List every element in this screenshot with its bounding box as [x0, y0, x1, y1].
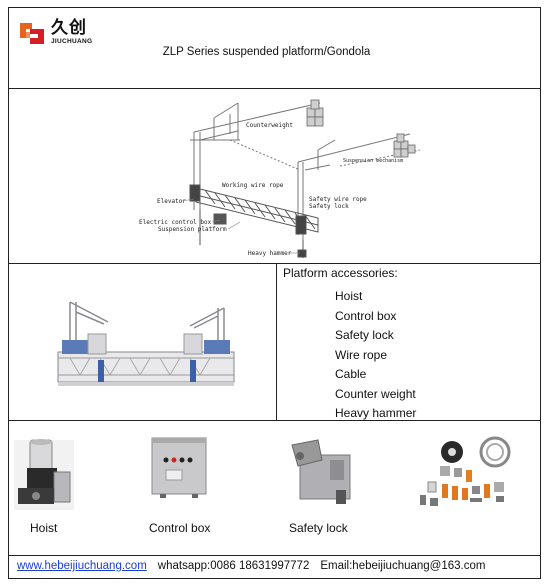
control-box-label: Control box	[149, 521, 211, 535]
label-suspension-mechanism: Suspension mechanism	[343, 158, 403, 164]
label-working-wire-rope: Working wire rope	[222, 182, 284, 189]
accessories-photo	[420, 436, 511, 506]
accessories-title: Platform accessories:	[283, 266, 398, 280]
safety-lock-label: Safety lock	[289, 521, 348, 535]
list-item: Safety lock	[335, 328, 394, 342]
label-safety-lock: Safety lock	[309, 203, 349, 210]
list-item: Counter weight	[335, 386, 416, 401]
control-box-photo	[151, 437, 207, 498]
email-text: Email:hebeijiuchuang@163.com	[320, 560, 486, 572]
website-link[interactable]: www.hebeijiuchuang.com	[17, 560, 147, 572]
safety-lock-photo	[291, 439, 351, 504]
accessories-row	[8, 263, 541, 421]
label-elevator: Elevator	[157, 198, 186, 205]
products-row	[8, 420, 541, 556]
logo-mark-icon	[18, 20, 46, 46]
header-row	[8, 7, 541, 89]
logo-text-en: JIUCHUANG	[51, 38, 93, 46]
hoist-photo	[14, 439, 74, 510]
list-item: Hoist	[335, 289, 363, 303]
list-item: Cable	[335, 367, 367, 381]
label-safety-wire-rope: Safety wire rope	[309, 196, 367, 203]
footer-contact: www.hebeijiuchuang.com whatsapp:0086 1863…	[17, 560, 485, 572]
label-heavy-hammer: Heavy hammer	[248, 250, 292, 257]
logo-text-cn: 久创	[51, 18, 87, 39]
accessories-divider	[276, 263, 277, 421]
page-title: ZLP Series suspended platform/Gondola	[162, 46, 371, 58]
label-electric-control-box: Electric control box	[139, 219, 212, 226]
list-item: Wire rope	[335, 347, 388, 362]
diagram-row	[8, 88, 541, 264]
list-item: Control box	[335, 308, 397, 323]
accessories-list: Hoist Control box Safety lock Wire rope …	[335, 287, 416, 424]
company-logo: 久创 JIUCHUANG	[18, 20, 92, 46]
list-item: Heavy hammer	[335, 406, 417, 420]
page-frame	[8, 7, 541, 579]
label-counterweight: Counterweight	[246, 122, 293, 129]
hoist-label: Hoist	[30, 521, 58, 535]
whatsapp-text: whatsapp:0086 18631997772	[157, 560, 310, 572]
platform-photo	[57, 301, 235, 386]
label-suspension-platform: Suspension platform	[158, 226, 227, 233]
